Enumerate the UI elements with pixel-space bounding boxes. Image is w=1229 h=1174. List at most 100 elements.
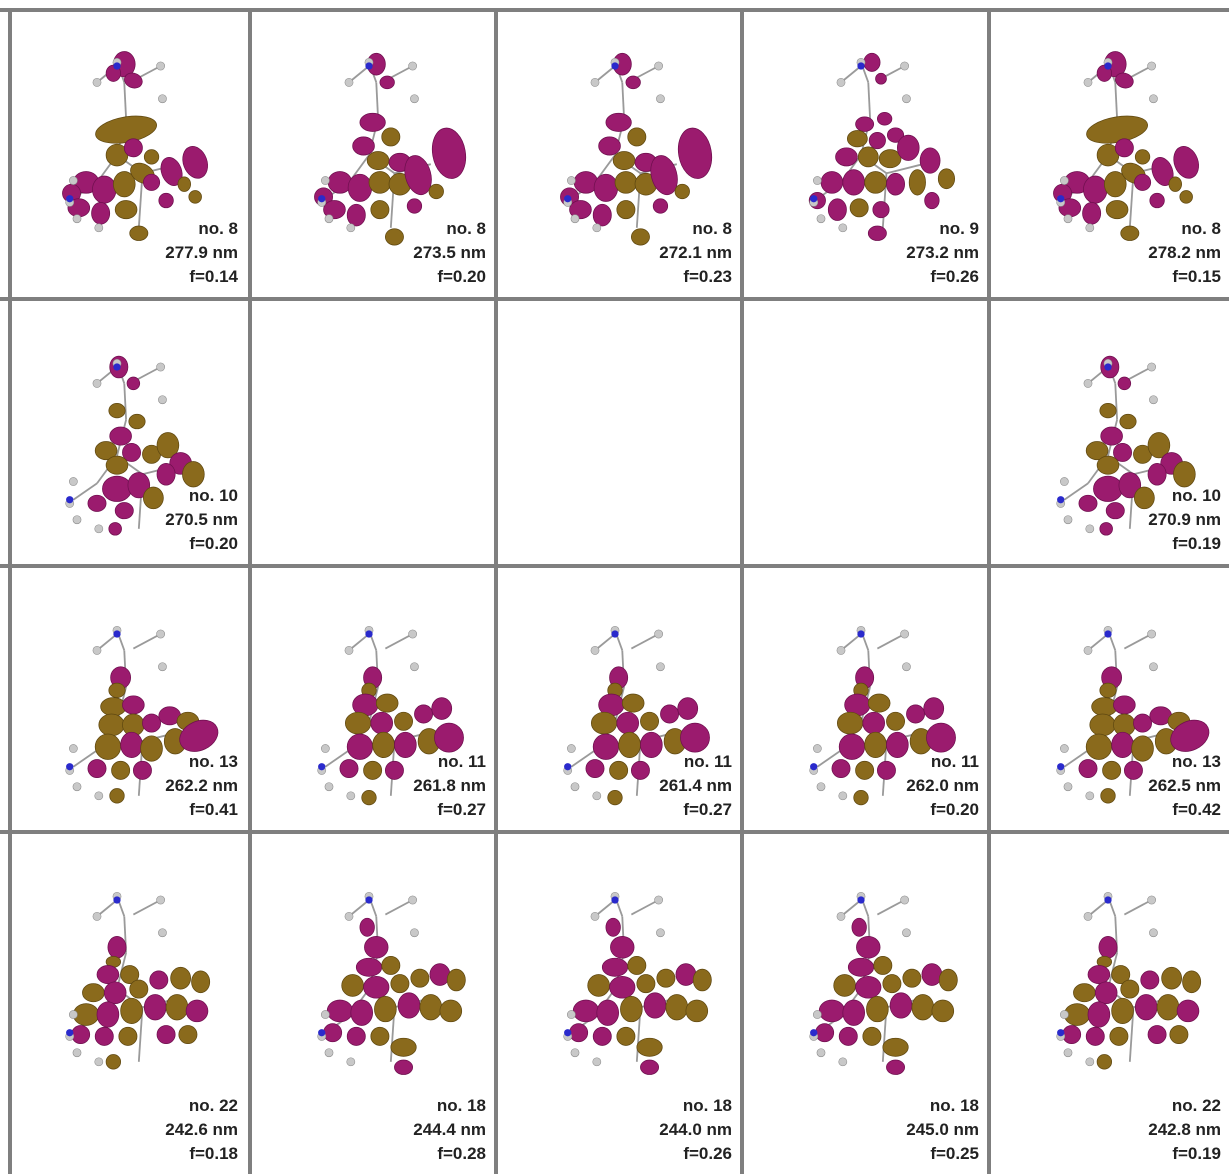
orbital-lobe-negative bbox=[1104, 171, 1127, 198]
orbital-lobe-positive bbox=[347, 173, 373, 202]
orbital-isosurface-image bbox=[1056, 892, 1202, 1070]
orbital-lobe-positive bbox=[847, 957, 875, 977]
orbital-isosurface-image bbox=[1053, 51, 1199, 241]
orbital-lobe-positive bbox=[592, 203, 612, 227]
nitrogen-atom bbox=[66, 496, 74, 504]
oscillator-strength-label: f=0.19 bbox=[1172, 1144, 1221, 1163]
orbital-lobe-positive bbox=[127, 472, 151, 499]
orbital-lobe-positive bbox=[114, 502, 134, 520]
orbital-lobe-positive bbox=[598, 136, 621, 156]
hydrogen-atom bbox=[1147, 362, 1156, 372]
hydrogen-atom bbox=[69, 176, 78, 185]
hydrogen-atom bbox=[592, 791, 602, 801]
hydrogen-atom bbox=[1083, 646, 1093, 655]
hydrogen-atom bbox=[900, 629, 909, 639]
orbital-isosurface-image bbox=[563, 626, 710, 806]
hydrogen-atom bbox=[1060, 1010, 1069, 1019]
nitrogen-atom bbox=[66, 195, 74, 203]
hydrogen-atom bbox=[1085, 791, 1095, 801]
orbital-lobe-positive bbox=[156, 463, 176, 486]
orbital-lobe-positive bbox=[675, 963, 697, 986]
hydrogen-atom bbox=[94, 1057, 104, 1067]
orbital-lobe-negative bbox=[156, 432, 180, 459]
bond bbox=[816, 749, 842, 768]
bond bbox=[570, 749, 596, 768]
excited-state-number: no. 11 bbox=[683, 752, 732, 771]
orbital-lobe-positive bbox=[108, 522, 122, 536]
orbital-lobe-negative bbox=[170, 966, 191, 990]
orbital-lobe-negative bbox=[381, 127, 401, 147]
hydrogen-atom bbox=[344, 78, 354, 87]
hydrogen-atom bbox=[158, 928, 167, 938]
hydrogen-atom bbox=[410, 662, 419, 672]
hydrogen-atom bbox=[346, 791, 356, 801]
orbital-lobe-negative bbox=[341, 974, 364, 997]
orbital-lobe-positive bbox=[326, 999, 353, 1023]
orbital-lobe-positive bbox=[158, 192, 174, 209]
orbital-lobe-negative bbox=[105, 455, 129, 475]
orbital-lobe-negative bbox=[886, 711, 905, 731]
orbital-lobe-negative bbox=[938, 968, 958, 992]
oscillator-strength-label: f=0.23 bbox=[683, 267, 732, 286]
orbital-lobe-negative bbox=[363, 760, 383, 780]
orbital-lobe-positive bbox=[179, 719, 219, 752]
orbital-lobe-positive bbox=[640, 1059, 659, 1075]
orbital-lobe-positive bbox=[923, 697, 945, 720]
orbital-lobe-positive bbox=[363, 976, 390, 999]
orbital-lobe-positive bbox=[1099, 522, 1113, 536]
orbital-lobe-positive bbox=[680, 722, 710, 753]
orbital-lobe-positive bbox=[1085, 1026, 1105, 1046]
orbital-lobe-positive bbox=[429, 963, 451, 986]
bond bbox=[375, 82, 379, 119]
orbital-lobe-positive bbox=[1115, 72, 1134, 89]
orbital-lobe-negative bbox=[111, 760, 131, 780]
orbital-lobe-negative bbox=[177, 176, 191, 192]
nitrogen-atom bbox=[564, 195, 572, 203]
hydrogen-atom bbox=[92, 646, 102, 655]
hydrogen-atom bbox=[1147, 61, 1156, 71]
wavelength-label: 277.9 nm bbox=[165, 243, 238, 262]
oscillator-strength-label: f=0.42 bbox=[1172, 800, 1221, 819]
orbital-lobe-negative bbox=[94, 441, 118, 461]
wavelength-label: 244.0 nm bbox=[659, 1120, 732, 1139]
orbital-lobe-positive bbox=[572, 999, 599, 1023]
orbital-lobe-negative bbox=[410, 968, 430, 988]
orbital-isosurface-image bbox=[314, 52, 467, 246]
orbital-isosurface-image bbox=[563, 892, 712, 1075]
excited-state-number: no. 11 bbox=[930, 752, 979, 771]
orbital-lobe-positive bbox=[323, 200, 346, 220]
orbital-lobe-positive bbox=[640, 731, 663, 758]
orbital-lobe-negative bbox=[370, 1026, 390, 1046]
orbital-lobe-negative bbox=[616, 1026, 636, 1046]
orbital-lobe-negative bbox=[674, 183, 690, 200]
hydrogen-atom bbox=[72, 782, 82, 792]
orbital-lobe-negative bbox=[143, 486, 164, 510]
orbital-lobe-negative bbox=[665, 994, 689, 1021]
orbital-lobe-positive bbox=[868, 132, 886, 150]
nitrogen-atom bbox=[1057, 1029, 1065, 1037]
orbital-lobe-positive bbox=[1149, 192, 1165, 209]
excited-state-number: no. 18 bbox=[436, 1096, 486, 1115]
nitrogen-atom bbox=[857, 62, 865, 70]
hydrogen-atom bbox=[838, 223, 848, 233]
orbital-lobe-positive bbox=[1083, 175, 1108, 204]
bond bbox=[384, 633, 414, 650]
orbital-lobe-positive bbox=[346, 1026, 366, 1046]
hydrogen-atom bbox=[836, 78, 846, 87]
nitrogen-atom bbox=[564, 1029, 572, 1037]
orbital-lobe-negative bbox=[1120, 225, 1140, 241]
orbital-lobe-negative bbox=[636, 974, 656, 994]
orbital-lobe-negative bbox=[1120, 979, 1140, 999]
excited-state-number: no. 18 bbox=[682, 1096, 732, 1115]
orbital-lobe-positive bbox=[886, 731, 909, 758]
oscillator-strength-label: f=0.25 bbox=[930, 1144, 979, 1163]
orbital-lobe-negative bbox=[855, 760, 875, 780]
